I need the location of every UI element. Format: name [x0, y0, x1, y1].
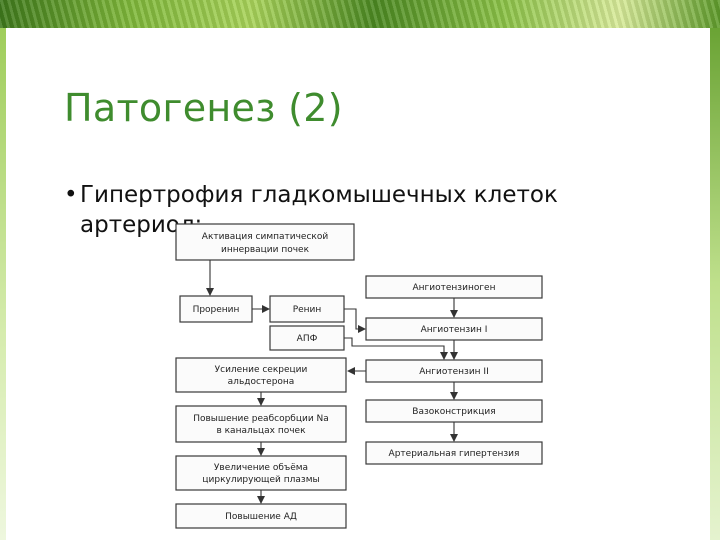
box-renin: Ренин	[269, 295, 345, 323]
box-label: Повышение АД	[225, 512, 297, 522]
grass-banner	[0, 0, 720, 28]
box-ace: АПФ	[269, 325, 345, 351]
left-border-decoration	[0, 28, 6, 540]
box-prorenin: Проренин	[179, 295, 253, 323]
box-label: Проренин	[193, 305, 240, 315]
box-label: Ангиотензин II	[419, 367, 488, 377]
flow-arrows	[206, 260, 458, 504]
box-aldosterone: Усиление секреции альдостерона	[175, 357, 347, 393]
box-vasoconstriction: Вазоконстрикция	[365, 399, 543, 423]
box-sympathetic-activation: Активация симпатической иннервации почек	[175, 223, 355, 261]
box-label: Увеличение объёма	[214, 463, 308, 473]
box-label: Ренин	[293, 305, 322, 315]
box-label: Ангиотензин I	[421, 325, 488, 335]
box-arterial-hypertension: Артериальная гипертензия	[365, 441, 543, 465]
box-angiotensin-2: Ангиотензин II	[365, 359, 543, 383]
box-label: Усиление секреции	[215, 365, 308, 375]
box-label: Вазоконстрикция	[412, 407, 495, 417]
box-label: Ангиотензиноген	[413, 283, 496, 293]
slide-content: Патогенез (2) •Гипертрофия гладкомышечны…	[6, 28, 710, 540]
box-label: Повышение реабсорбции Na	[193, 414, 329, 424]
box-label: Артериальная гипертензия	[389, 449, 520, 459]
box-angiotensinogen: Ангиотензиноген	[365, 275, 543, 299]
right-border-decoration	[710, 28, 720, 540]
arrow	[344, 308, 366, 333]
box-label: циркулирующей плазмы	[202, 475, 319, 485]
box-label: АПФ	[297, 334, 318, 344]
slide-title: Патогенез (2)	[64, 86, 343, 130]
box-angiotensin-1: Ангиотензин I	[365, 317, 543, 341]
box-na-reabsorption: Повышение реабсорбции Na в канальцах поч…	[175, 405, 347, 443]
box-label: в канальцах почек	[216, 426, 306, 436]
box-label: Активация симпатической	[202, 232, 329, 242]
box-bp-increase: Повышение АД	[175, 503, 347, 529]
box-label: иннервации почек	[221, 245, 310, 255]
box-plasma-volume: Увеличение объёма циркулирующей плазмы	[175, 455, 347, 491]
arrow	[344, 337, 448, 360]
box-label: альдостерона	[228, 377, 295, 387]
bullet-dot-icon: •	[64, 182, 78, 208]
